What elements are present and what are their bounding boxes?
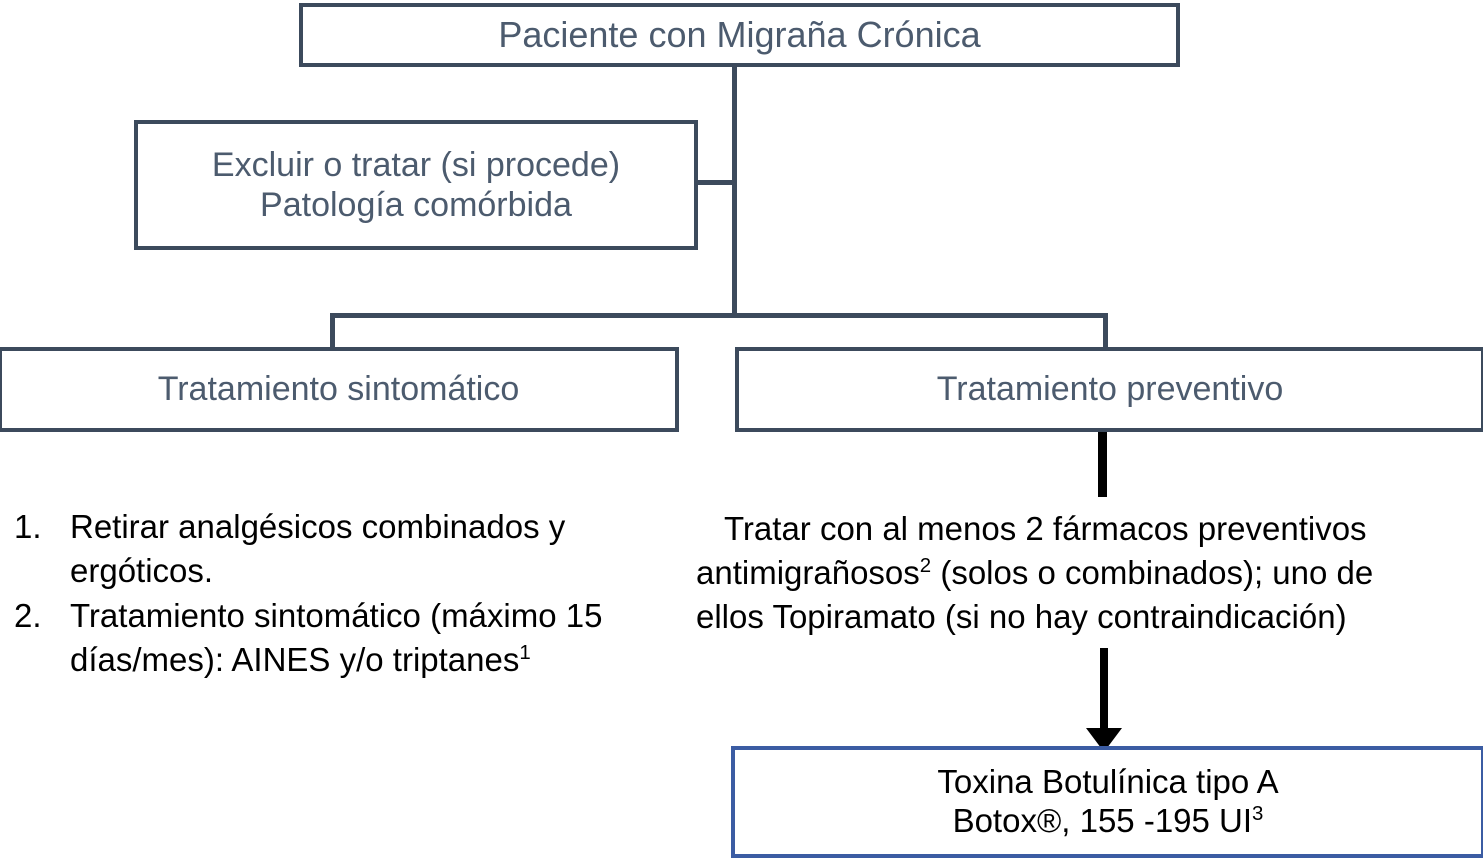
list-item-text: Tratamiento sintomático (máximo 15 días/…: [70, 594, 698, 681]
node-tratamiento-preventivo: Tratamiento preventivo: [735, 347, 1483, 432]
list-item-number: 1.: [14, 508, 42, 545]
connector-drop-to-symptomatic: [330, 313, 335, 351]
preventive-paragraph-line1: Tratar con al menos 2 fármacos preventiv…: [724, 510, 1367, 547]
node-botox-footnote-marker: 3: [1252, 802, 1264, 825]
node-comorbid-line2: Patología comórbida: [260, 186, 572, 224]
connector-patient-to-split: [732, 66, 737, 317]
list-item: 2. Tratamiento sintomático (máximo 15 dí…: [8, 594, 698, 681]
node-excluir-patologia-comorbida: Excluir o tratar (si procede) Patología …: [134, 120, 698, 250]
arrow-shaft-to-botox: [1100, 648, 1108, 736]
list-item-number: 2.: [14, 597, 42, 635]
node-toxina-botulinica-botox: Toxina Botulínica tipo A Botox®, 155 -19…: [731, 746, 1483, 858]
list-item-body: Tratamiento sintomático (máximo 15 días/…: [70, 597, 603, 678]
preventive-paragraph-line2-b: (solos o combinados); uno de: [931, 553, 1374, 591]
node-comorbid-line1: Excluir o tratar (si procede): [211, 145, 621, 184]
node-preventive-label: Tratamiento preventivo: [936, 370, 1284, 409]
node-botox-dose: Botox®, 155 -195 UI: [952, 802, 1253, 839]
node-symptomatic-label: Tratamiento sintomático: [157, 370, 520, 409]
connector-preventive-stem: [1098, 431, 1107, 497]
preventive-paragraph-line2-a: antimigrañosos: [696, 553, 920, 591]
symptomatic-treatment-list: 1. Retirar analgésicos combinados y ergó…: [8, 505, 698, 683]
preventive-paragraph-line3: ellos Topiramato (si no hay contraindica…: [696, 597, 1347, 635]
node-botox-line2: Botox®, 155 -195 UI3: [937, 802, 1278, 841]
connector-trunk-to-comorbid: [697, 180, 735, 185]
node-patient-label: Paciente con Migraña Crónica: [498, 13, 981, 55]
preventive-footnote-marker: 2: [919, 553, 932, 577]
node-paciente-migrana-cronica: Paciente con Migraña Crónica: [299, 3, 1180, 67]
connector-split-bar: [330, 313, 1108, 318]
node-tratamiento-sintomatico: Tratamiento sintomático: [0, 347, 679, 432]
preventive-paragraph-line2: antimigrañosos2 (solos o combinados); un…: [696, 551, 1483, 595]
list-item-footnote-marker: 1: [519, 640, 531, 664]
node-botox-line1: Toxina Botulínica tipo A: [937, 763, 1279, 801]
list-item: 1. Retirar analgésicos combinados y ergó…: [8, 505, 698, 592]
list-item-text: Retirar analgésicos combinados y ergótic…: [70, 508, 566, 589]
connector-drop-to-preventive: [1103, 313, 1108, 351]
preventive-treatment-paragraph: Tratar con al menos 2 fármacos preventiv…: [696, 507, 1483, 639]
